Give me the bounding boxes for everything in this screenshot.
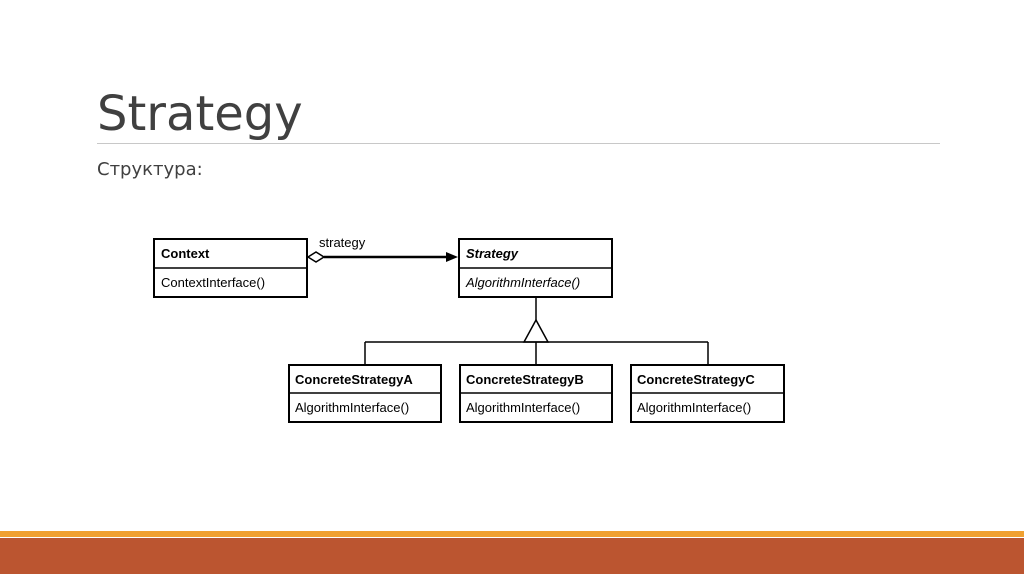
concrete-strategy-b-operation: AlgorithmInterface()	[466, 400, 580, 415]
footer-band	[0, 538, 1024, 574]
concrete-strategy-c-name: ConcreteStrategyC	[637, 372, 755, 387]
strategy-class: Strategy AlgorithmInterface()	[458, 238, 613, 298]
context-class-name: Context	[161, 246, 210, 261]
aggregation-diamond	[306, 251, 326, 263]
concrete-strategy-a-name: ConcreteStrategyA	[295, 372, 413, 387]
concrete-strategy-b-name: ConcreteStrategyB	[466, 372, 584, 387]
concrete-strategy-b-class: ConcreteStrategyB AlgorithmInterface()	[459, 364, 613, 423]
concrete-strategy-a-operation: AlgorithmInterface()	[295, 400, 409, 415]
association-arrowhead	[446, 252, 458, 262]
strategy-class-operation: AlgorithmInterface()	[465, 275, 580, 290]
footer-accent-stripe	[0, 531, 1024, 537]
slide-title: Strategy	[97, 86, 303, 142]
inheritance-tree	[364, 297, 709, 365]
title-divider	[97, 143, 940, 144]
concrete-strategy-a-class: ConcreteStrategyA AlgorithmInterface()	[288, 364, 442, 423]
context-class: Context ContextInterface()	[153, 238, 308, 298]
context-class-operation: ContextInterface()	[161, 275, 265, 290]
strategy-class-name: Strategy	[466, 246, 519, 261]
slide-subtitle: Структура:	[97, 159, 203, 180]
aggregation-association: strategy	[306, 235, 458, 263]
association-label: strategy	[319, 235, 366, 250]
concrete-strategy-c-operation: AlgorithmInterface()	[637, 400, 751, 415]
inheritance-triangle	[522, 318, 550, 343]
concrete-strategy-c-class: ConcreteStrategyC AlgorithmInterface()	[630, 364, 785, 423]
